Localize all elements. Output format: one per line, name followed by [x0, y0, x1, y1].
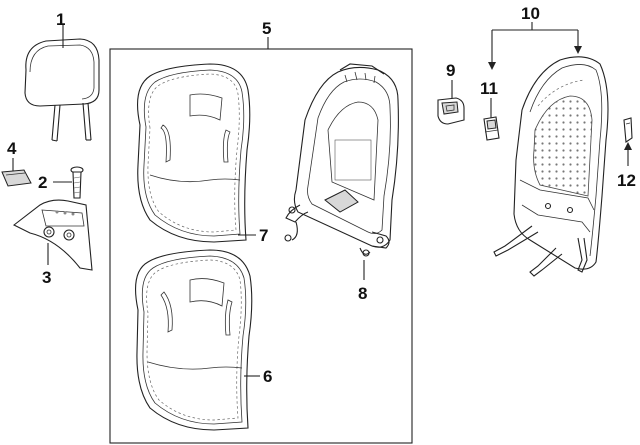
side-shield [12, 199, 93, 271]
seat-back-pad-upper [137, 63, 251, 243]
callout-8: 8 [358, 284, 367, 303]
leader-10-arrow-right [574, 46, 582, 54]
lumbar-switch [437, 97, 465, 125]
callout-5: 5 [262, 19, 271, 38]
callout-11: 11 [480, 79, 498, 98]
leader-12-arrow [624, 142, 632, 150]
leader-10-arrow-left [488, 62, 496, 70]
guide-cap [1, 169, 32, 187]
trim-strip [623, 117, 633, 143]
callout-9: 9 [446, 61, 455, 80]
callout-10: 10 [521, 4, 540, 23]
callout-3: 3 [42, 268, 51, 287]
callout-1: 1 [56, 10, 65, 29]
seat-back-frame [284, 63, 399, 257]
callout-7: 7 [259, 226, 268, 245]
callout-12: 12 [617, 171, 636, 190]
bolt [70, 166, 84, 199]
callout-4: 4 [7, 139, 17, 158]
assembly-box-5 [109, 48, 413, 444]
seat-back-pad-lower [135, 249, 253, 431]
seat-back-panel [493, 56, 609, 277]
callout-2: 2 [38, 173, 47, 192]
headrest [24, 38, 100, 142]
callout-6: 6 [263, 367, 272, 386]
leader-10 [491, 22, 579, 68]
retainer-clip [483, 116, 500, 141]
